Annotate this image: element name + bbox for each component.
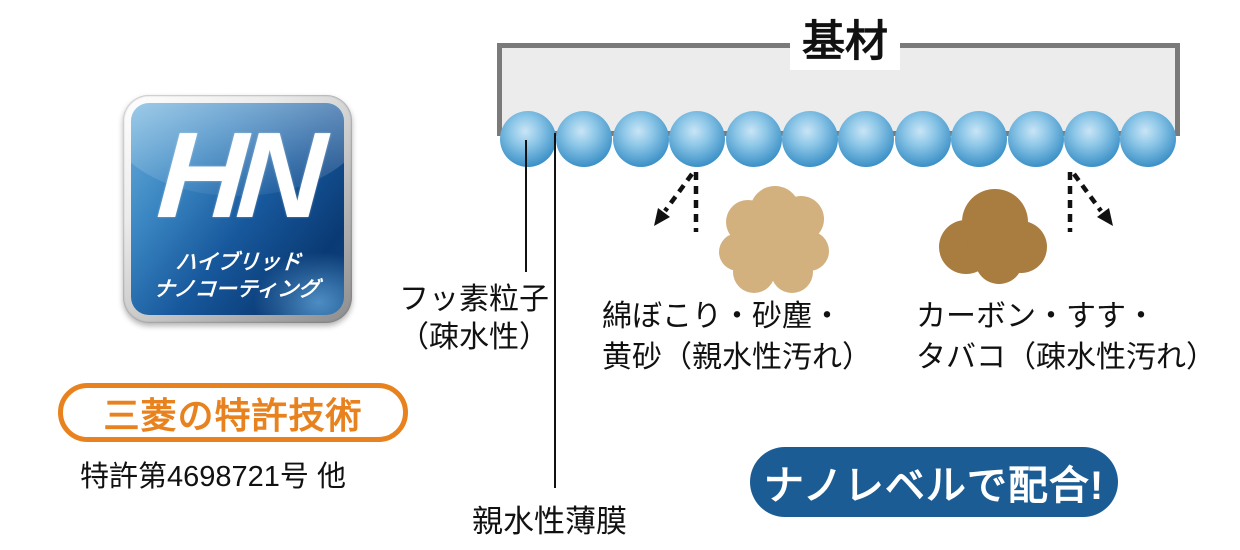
substrate-label: 基材 [790, 14, 900, 70]
hn-logo-panel: HN ハイブリッド ナノコーティング [131, 103, 344, 315]
coating-sphere [1064, 111, 1120, 167]
hydrophilic-dirt-label-line2: 黄砂（親水性汚れ） [602, 341, 872, 374]
hn-logo-letters: HN [153, 107, 322, 243]
coating-sphere [500, 111, 556, 167]
hydrophilic-dirt-label: 綿ぼこり・砂塵・ 黄砂（親水性汚れ） [602, 296, 872, 378]
coating-sphere [556, 111, 612, 167]
patent-technology-pill: 三菱の特許技術 [58, 383, 408, 442]
patent-number-text: 特許第4698721号 他 [80, 461, 346, 493]
repel-arrow-left [654, 172, 699, 232]
coating-sphere [669, 111, 725, 167]
fluorine-particle-label-line2: （疎水性） [399, 321, 549, 354]
hn-logo-badge: HN ハイブリッド ナノコーティング [123, 95, 352, 323]
coating-sphere [726, 111, 782, 167]
nano-level-badge: ナノレベルで配合! [750, 447, 1118, 517]
coating-sphere [951, 111, 1007, 167]
hydrophilic-film-label: 親水性薄膜 [472, 504, 627, 539]
repel-arrow-right [1067, 172, 1113, 232]
hydrophobic-dirt-blob [939, 189, 1047, 284]
coating-sphere [782, 111, 838, 167]
film-leader-line [554, 133, 556, 488]
hydrophobic-dirt-label-line1: カーボン・すす・ [916, 300, 1156, 333]
patent-technology-label: 三菱の特許技術 [103, 394, 363, 436]
hydrophobic-dirt-label: カーボン・すす・ タバコ（疎水性汚れ） [916, 296, 1216, 378]
fluorine-particle-label-line1: フッ素粒子 [399, 283, 549, 316]
hn-logo-subtitle: ハイブリッド ナノコーティング [131, 249, 344, 303]
hn-logo-gloss [131, 103, 344, 197]
hn-logo-subtitle-line2: ナノコーティング [152, 278, 321, 301]
coating-sphere [1120, 111, 1176, 167]
hydrophilic-dirt-label-line1: 綿ぼこり・砂塵・ [602, 300, 842, 333]
coating-sphere [895, 111, 951, 167]
fluorine-particle-label: フッ素粒子 （疎水性） [399, 281, 549, 357]
coating-sphere [838, 111, 894, 167]
hn-logo-subtitle-line1: ハイブリッド [174, 251, 303, 274]
hydrophobic-dirt-label-line2: タバコ（疎水性汚れ） [916, 341, 1216, 374]
coating-sphere [1008, 111, 1064, 167]
coating-sphere [613, 111, 669, 167]
nano-level-badge-label: ナノレベルで配合! [763, 464, 1105, 508]
fluorine-leader-line [525, 140, 527, 272]
hydrophilic-dirt-blob [719, 186, 829, 293]
